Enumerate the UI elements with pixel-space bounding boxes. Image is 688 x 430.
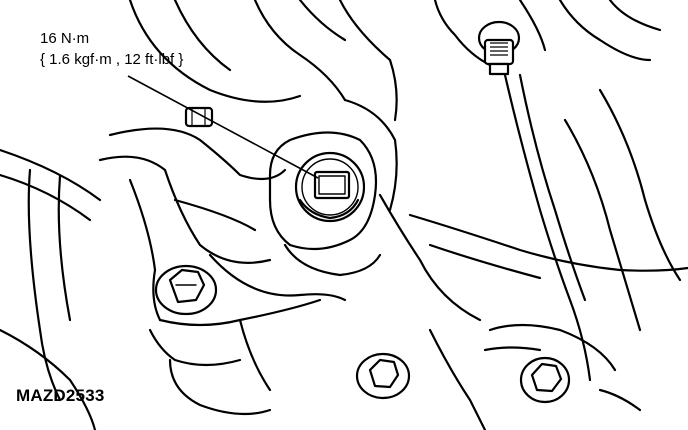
figure-code-label: MAZD2533 [16,386,105,405]
plug-boss [268,98,482,322]
bracket-arm [98,127,347,416]
lower-right-bolt [519,356,571,404]
right-casting-outline [408,0,688,430]
upper-right-bolt [477,20,521,76]
small-upper-bolt [184,106,214,128]
drain-plug [294,151,366,223]
bracket-hex-bolt [154,264,218,316]
torque-alt-units-label: { 1.6 kgf·m , 12 ft·lbf } [40,51,184,68]
lower-center-bolt [355,352,411,400]
housing-upper-outline [128,0,398,122]
callout-leader-line [127,75,319,179]
left-casting-outline [0,148,102,430]
torque-value-label: 16 N·m [40,30,90,47]
